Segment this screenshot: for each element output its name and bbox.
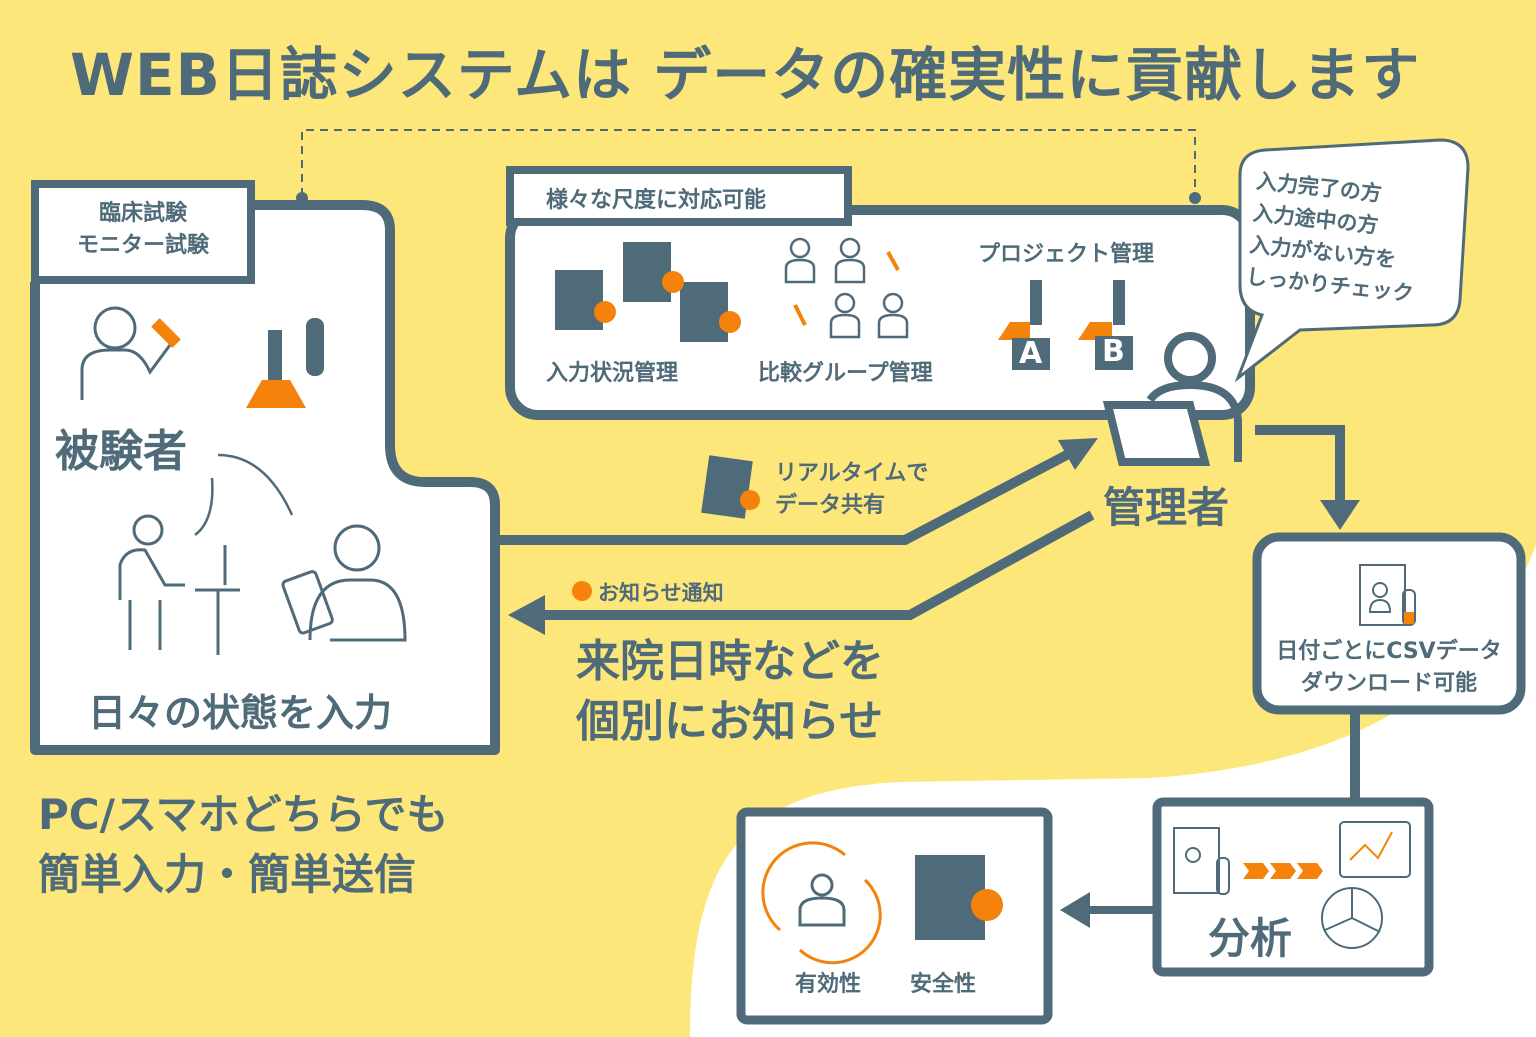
subject-panel bbox=[30, 200, 500, 755]
subject-label-box bbox=[31, 180, 255, 284]
check-badge-icon bbox=[572, 581, 592, 601]
export-arrow bbox=[1255, 425, 1345, 505]
person-testtube-icon bbox=[80, 306, 181, 400]
notification-text: 来院日時などを個別にお知らせ bbox=[576, 632, 884, 752]
notification-arrow bbox=[540, 510, 1095, 620]
device-note-line2: 簡単入力・簡単送信 bbox=[38, 850, 417, 899]
analysis-box bbox=[1152, 797, 1434, 977]
realtime-share-arrow bbox=[498, 443, 1083, 545]
project-label: プロジェクト管理 bbox=[978, 242, 1155, 267]
clipboard-icons bbox=[555, 242, 741, 342]
csv-document-icon bbox=[1359, 564, 1416, 626]
scale-label: 様々な尺度に対応可能 bbox=[546, 188, 767, 213]
study-type-line1: 臨床試験 bbox=[98, 201, 187, 226]
study-type-line2: モニター試験 bbox=[76, 233, 209, 258]
input-caption: 日々の状態を入力 bbox=[88, 691, 393, 735]
input-status-label: 入力状況管理 bbox=[546, 361, 679, 386]
scale-label-box bbox=[506, 166, 852, 226]
flask-icon bbox=[246, 318, 324, 408]
csv-box bbox=[1252, 532, 1526, 715]
project-flask-icons bbox=[998, 280, 1133, 370]
admin-label: 管理者 bbox=[1103, 483, 1230, 532]
notification-badge: お知らせ通知 bbox=[598, 581, 724, 605]
efficacy-cycle-icon bbox=[761, 841, 882, 965]
csv-text: 日付ごとにCSVデータダウンロード可能 bbox=[1262, 636, 1516, 700]
subject-label: 被験者 bbox=[55, 426, 187, 477]
analysis-label: 分析 bbox=[1208, 914, 1293, 963]
scale-panel bbox=[505, 205, 1255, 420]
workflow-arrows bbox=[194, 453, 294, 536]
safety-label: 安全性 bbox=[910, 972, 977, 997]
group-people-icons bbox=[784, 237, 909, 339]
csv-line1: 日付ごとにCSVデータ bbox=[1276, 639, 1502, 664]
page-title: WEB日誌システムは データの確実性に貢献します bbox=[70, 41, 1421, 109]
group-compare-label: 比較グループ管理 bbox=[758, 361, 933, 386]
study-type-label: 臨床試験モニター試験 bbox=[40, 198, 246, 262]
speech-bubble-text: 入力完了の方 入力途中の方 入力がない方を しっかりチェック bbox=[1245, 165, 1425, 310]
realtime-clipboard-icon bbox=[701, 455, 760, 519]
device-note: PC/スマホどちらでも簡単入力・簡単送信 bbox=[38, 785, 448, 905]
realtime-label: リアルタイムでデータ共有 bbox=[775, 458, 928, 522]
notification-line1: 来院日時などを bbox=[576, 636, 884, 687]
person-tablet-icon bbox=[281, 524, 407, 642]
csv-line2: ダウンロード可能 bbox=[1300, 671, 1477, 696]
admin-laptop-icon bbox=[1102, 332, 1242, 466]
efficacy-label: 有効性 bbox=[795, 972, 862, 997]
realtime-line1: リアルタイムで bbox=[775, 461, 929, 486]
realtime-line2: データ共有 bbox=[775, 493, 886, 518]
analysis-icons bbox=[1173, 821, 1411, 949]
result-box bbox=[736, 807, 1053, 1025]
dashed-connector bbox=[301, 129, 1196, 196]
project-a: A bbox=[1019, 336, 1043, 371]
safety-clipboard-icon bbox=[915, 855, 1003, 940]
person-desk-icon bbox=[118, 514, 240, 655]
device-note-line1: PC/スマホどちらでも bbox=[38, 790, 449, 839]
project-b: B bbox=[1102, 334, 1125, 369]
notification-line2: 個別にお知らせ bbox=[576, 696, 884, 747]
speech-bubble bbox=[1234, 138, 1470, 383]
